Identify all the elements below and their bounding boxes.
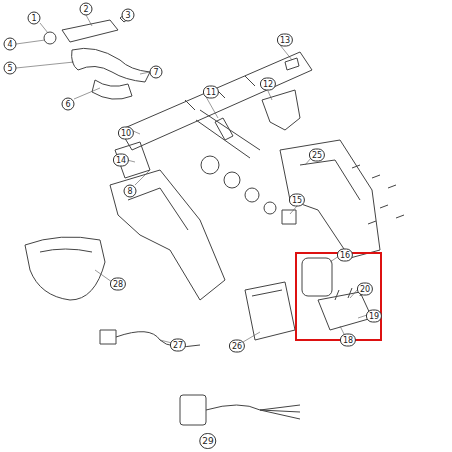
upper-blade xyxy=(62,20,118,42)
leader-lines xyxy=(16,15,367,343)
callout-number: 10 xyxy=(118,127,134,140)
rod xyxy=(196,110,260,158)
pivot-nut xyxy=(44,32,56,44)
callout-number: 5 xyxy=(4,62,17,75)
callout-number: 18 xyxy=(340,334,356,347)
screw-set xyxy=(352,165,404,224)
bearing xyxy=(282,210,296,224)
right-housing xyxy=(280,140,380,258)
holster-stitch xyxy=(40,249,92,252)
callout-number: 15 xyxy=(289,194,305,207)
holster xyxy=(25,237,105,300)
gear xyxy=(224,172,240,188)
callout-number: 4 xyxy=(4,38,17,51)
callout-number: 20 xyxy=(357,283,373,296)
housing-rib xyxy=(128,188,188,230)
lever xyxy=(215,118,233,140)
main-tube xyxy=(120,52,312,150)
callout-number: 16 xyxy=(337,249,353,262)
battery-top xyxy=(252,290,282,296)
motor xyxy=(302,258,332,296)
callout-number: 8 xyxy=(124,185,137,198)
callout-number: 26 xyxy=(229,340,245,353)
callout-number: 14 xyxy=(113,154,129,167)
highlight-box xyxy=(296,253,381,340)
exploded-parts xyxy=(25,12,404,425)
multi-cable xyxy=(206,405,300,419)
gear xyxy=(264,202,276,214)
charger-cable xyxy=(116,332,200,347)
tube-ribs xyxy=(185,76,255,110)
callout-number: 29 xyxy=(199,433,216,449)
callout-number: 1 xyxy=(28,12,41,25)
callout-number: 28 xyxy=(110,278,126,291)
callout-number: 27 xyxy=(170,339,186,352)
gear xyxy=(245,188,259,202)
callout-number: 13 xyxy=(277,34,293,47)
trigger-cover xyxy=(262,90,300,130)
callout-number: 3 xyxy=(122,9,135,22)
callout-number: 19 xyxy=(366,310,382,323)
callout-number: 6 xyxy=(62,98,75,111)
callout-number: 7 xyxy=(150,66,163,79)
callout-number: 12 xyxy=(260,78,276,91)
battery xyxy=(245,282,295,340)
charger xyxy=(100,330,116,344)
housing-rib xyxy=(300,160,360,200)
multi-charger xyxy=(180,395,206,425)
callout-number: 25 xyxy=(309,149,325,162)
lower-blade xyxy=(92,80,132,99)
pcb-board xyxy=(318,292,372,330)
callout-number: 2 xyxy=(80,3,93,16)
gear xyxy=(201,156,219,174)
left-housing xyxy=(110,170,225,300)
callout-number: 11 xyxy=(203,86,219,99)
hook-blade xyxy=(72,48,150,82)
